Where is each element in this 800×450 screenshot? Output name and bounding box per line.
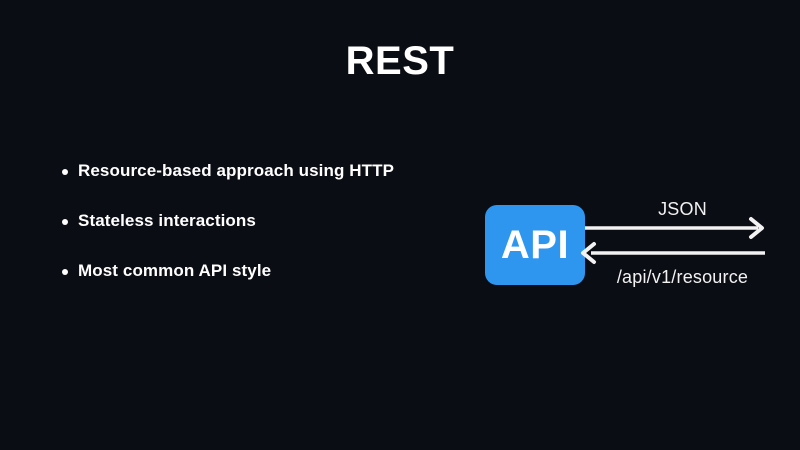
bullet-dot-icon bbox=[62, 219, 68, 225]
request-arrow-right-icon bbox=[585, 217, 764, 239]
list-item: Resource-based approach using HTTP bbox=[62, 160, 462, 210]
request-arrow-label: JSON bbox=[658, 199, 707, 219]
list-item: Stateless interactions bbox=[62, 210, 462, 260]
page-title: REST bbox=[345, 39, 455, 83]
api-box: API bbox=[485, 205, 585, 285]
api-request-response-diagram: API JSON /api/v1/resource bbox=[470, 190, 780, 300]
response-arrow-left-icon bbox=[581, 242, 765, 264]
bullet-dot-icon bbox=[62, 169, 68, 175]
arrow-group bbox=[581, 217, 765, 264]
bullet-item-label: Resource-based approach using HTTP bbox=[78, 161, 395, 180]
api-box-label: API bbox=[500, 223, 570, 267]
list-item: Most common API style bbox=[62, 260, 462, 310]
bullet-list: Resource-based approach using HTTP State… bbox=[62, 160, 462, 310]
bullet-item-label: Stateless interactions bbox=[78, 211, 256, 230]
bullet-item-label: Most common API style bbox=[78, 261, 272, 280]
response-arrow-label: /api/v1/resource bbox=[616, 267, 749, 287]
bullet-dot-icon bbox=[62, 269, 68, 275]
